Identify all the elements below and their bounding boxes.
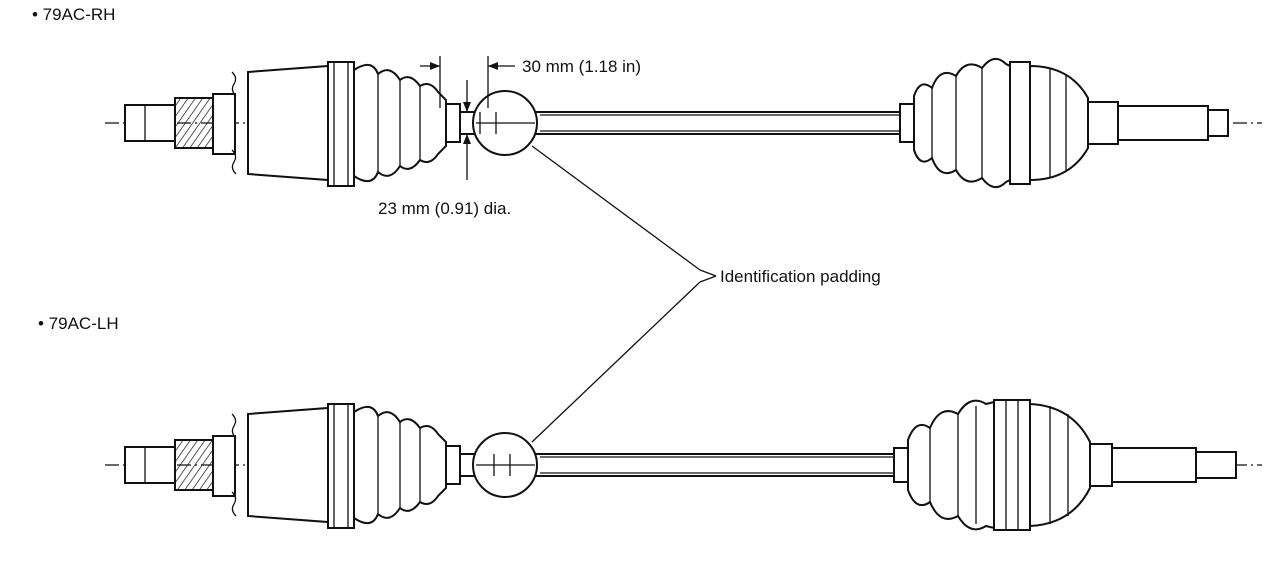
diameter-dimension-label: 23 mm (0.91) dia.: [378, 199, 512, 218]
lh-right-small-clamp: [893, 447, 909, 483]
rh-drive-shaft: [105, 57, 1262, 189]
rh-dimension-marks: [420, 56, 515, 180]
rh-right-small-clamp: [899, 103, 915, 143]
rh-right-housing: [1029, 64, 1089, 182]
lh-right-boot: [907, 399, 995, 531]
callout-leaders: [531, 145, 717, 443]
rh-left-stub: [124, 104, 176, 142]
rh-right-stub: [1117, 105, 1209, 141]
lh-right-housing: [1029, 402, 1091, 528]
lh-drive-shaft: [105, 399, 1262, 531]
rh-collar: [212, 93, 236, 155]
rh-right-collar: [1087, 101, 1119, 145]
rh-right-tip: [1207, 109, 1229, 137]
lh-left-stub: [124, 446, 176, 484]
rh-right-clamp: [1009, 61, 1031, 185]
rh-spline: [174, 97, 214, 149]
identification-padding-label: Identification padding: [720, 267, 881, 286]
length-dimension-label: 30 mm (1.18 in): [522, 57, 642, 76]
lh-small-clamp: [445, 445, 461, 485]
rh-right-boot: [913, 57, 1011, 189]
lh-outer-housing: [247, 406, 329, 524]
lh-right-stub: [1111, 447, 1197, 483]
lh-spline: [174, 439, 214, 491]
rh-title: • 79AC-RH: [32, 5, 116, 24]
rh-outer-housing: [247, 64, 329, 182]
lh-title: • 79AC-LH: [38, 314, 119, 333]
rh-boot-clamp: [327, 61, 355, 187]
rh-small-clamp: [445, 103, 461, 143]
lh-right-tip: [1195, 451, 1237, 479]
lh-collar: [212, 435, 236, 497]
lh-right-clamp: [993, 399, 1031, 531]
lh-right-collar: [1089, 443, 1113, 487]
lh-boot-clamp: [327, 403, 355, 529]
